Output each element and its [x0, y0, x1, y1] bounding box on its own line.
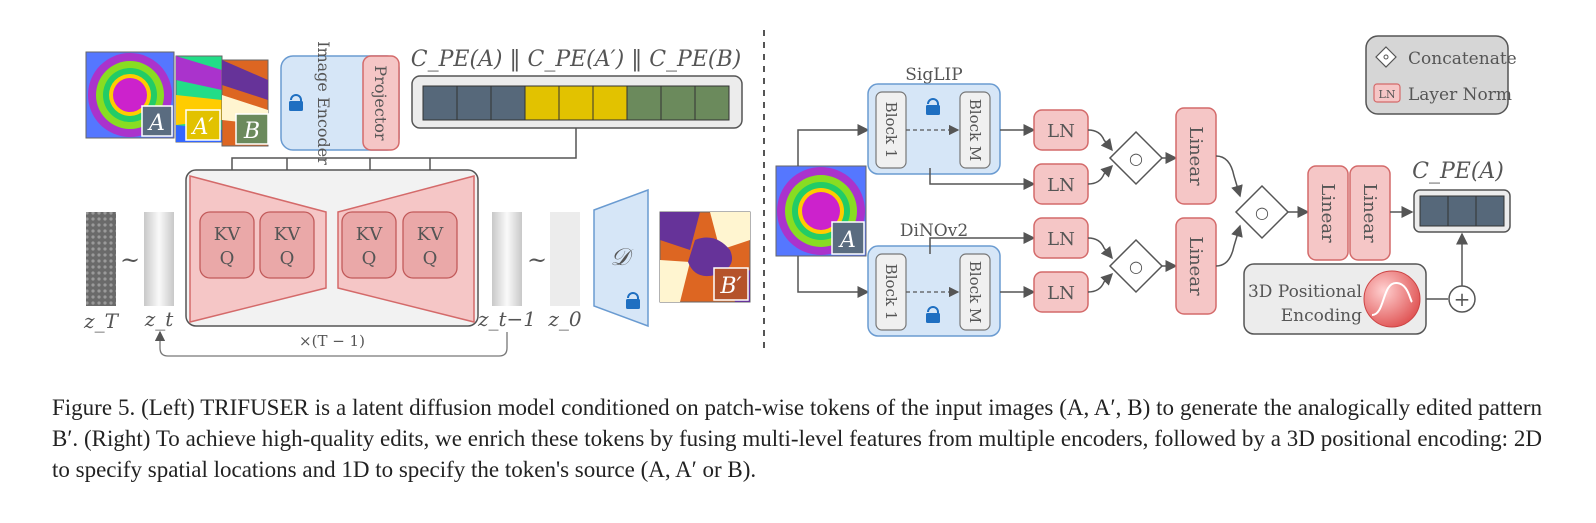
ln-label: LN — [1047, 283, 1075, 304]
right-panel: Concatenate LN Layer Norm A SigLIP Block — [775, 35, 1517, 337]
kvq-kv: KV — [274, 224, 301, 245]
ln-box-4: LN — [1033, 271, 1089, 313]
linear-box-2: Linear — [1175, 217, 1217, 315]
positional-encoding-block: 3D Positional Encoding — [1243, 263, 1427, 335]
add-node: + — [1448, 285, 1476, 313]
ln-label: LN — [1047, 175, 1075, 196]
dinov2-block-m: Block M — [966, 261, 984, 323]
right-input-image-a: A — [775, 165, 867, 257]
siglip-label: SigLIP — [905, 65, 962, 85]
label-z0: z_0 — [547, 307, 582, 331]
concat-to-linear — [1162, 152, 1178, 272]
input-label-a-prime: A′ — [191, 115, 214, 140]
kvq-q: Q — [280, 248, 295, 269]
posenc-label-2: Encoding — [1281, 306, 1362, 326]
legend: Concatenate LN Layer Norm — [1365, 35, 1517, 115]
dinov2-block-1: Block 1 — [882, 264, 900, 321]
input-image-b: B — [221, 59, 269, 147]
linear-label: Linear — [1317, 183, 1338, 243]
siglip-block-1: Block 1 — [882, 102, 900, 159]
kvq-block-1: KV Q — [199, 211, 255, 279]
figure-caption: Figure 5. (Left) TRIFUSER is a latent di… — [52, 392, 1542, 485]
legend-ln-icon: LN — [1379, 88, 1396, 101]
output-tokens — [1413, 189, 1511, 233]
concat-node-1: ○ — [1108, 130, 1164, 186]
kvq-block-4: KV Q — [402, 211, 458, 279]
legend-concat-label: Concatenate — [1408, 49, 1517, 69]
dinov2-encoder: Block 1 Block M — [867, 245, 1001, 337]
siglip-encoder: Block 1 Block M — [867, 83, 1001, 175]
linear-label: Linear — [1185, 236, 1206, 296]
label-zt-1: z_t−1 — [477, 307, 536, 331]
dinov2-label: DiNOv2 — [900, 221, 968, 241]
lock-icon — [926, 306, 940, 323]
tilde-2: ~ — [527, 246, 547, 274]
loop-arrow — [154, 330, 508, 357]
latent-zt-1 — [492, 212, 522, 306]
input-arrows — [797, 124, 870, 298]
ln-box-2: LN — [1033, 163, 1089, 205]
legend-layernorm-label: Layer Norm — [1408, 85, 1512, 105]
plus-symbol: + — [1454, 287, 1471, 311]
input-label-a: A — [147, 111, 165, 136]
linear-box-3: Linear — [1307, 165, 1349, 261]
input-image-a: A — [85, 51, 175, 139]
kvq-q: Q — [362, 248, 377, 269]
linear-to-concat — [1215, 155, 1243, 267]
output-image-b-prime: B′ — [659, 211, 751, 303]
concat-symbol: ○ — [1129, 149, 1143, 168]
kvq-kv: KV — [214, 224, 241, 245]
kvq-block-3: KV Q — [341, 211, 397, 279]
vae-decoder: 𝒟 — [593, 188, 649, 328]
latent-zt — [144, 212, 174, 306]
input-label-b: B — [243, 119, 260, 144]
image-encoder-label: Image Encoder — [314, 41, 333, 165]
projector-label: Projector — [371, 65, 390, 141]
sinusoid-sphere-icon — [1363, 270, 1421, 328]
linear-label: Linear — [1185, 126, 1206, 186]
latent-zT — [86, 212, 116, 306]
token-strip — [411, 75, 743, 129]
input-image-a-prime: A′ — [175, 55, 223, 143]
concat-symbol: ○ — [1255, 203, 1269, 222]
encoder-to-ln — [929, 124, 1036, 298]
concat-symbol: ○ — [1129, 257, 1143, 276]
siglip-block-m: Block M — [966, 99, 984, 161]
output-title: C_PE(A) — [1412, 159, 1504, 184]
loop-label: ×(T − 1) — [299, 332, 365, 350]
figure-diagram: A A′ B Image Encoder Projector — [83, 30, 1517, 357]
label-zt: z_t — [144, 307, 175, 331]
kvq-q: Q — [423, 248, 438, 269]
caption-text: Figure 5. (Left) TRIFUSER is a latent di… — [52, 395, 1542, 482]
output-label-b-prime: B′ — [719, 274, 741, 299]
linear-box-4: Linear — [1349, 165, 1391, 261]
left-panel: A A′ B Image Encoder Projector — [83, 41, 751, 357]
ln-label: LN — [1047, 229, 1075, 250]
ln-box-1: LN — [1033, 109, 1089, 151]
ln-label: LN — [1047, 121, 1075, 142]
kvq-block-2: KV Q — [259, 211, 315, 279]
image-encoder-block: Image Encoder Projector — [280, 41, 400, 165]
diamond-icon — [1375, 46, 1397, 68]
kvq-kv: KV — [356, 224, 383, 245]
linear-box-1: Linear — [1175, 107, 1217, 205]
latent-z0 — [550, 212, 580, 306]
lock-icon — [626, 292, 640, 309]
concat-node-3: ○ — [1234, 184, 1290, 240]
tokens-title: C_PE(A) ‖ C_PE(A′) ‖ C_PE(B) — [411, 47, 742, 72]
lock-icon — [289, 94, 303, 111]
kvq-q: Q — [220, 248, 235, 269]
label-zT: z_T — [83, 309, 120, 333]
linear-label: Linear — [1359, 183, 1380, 243]
lock-icon — [926, 98, 940, 115]
ln-box-3: LN — [1033, 217, 1089, 259]
kvq-kv: KV — [417, 224, 444, 245]
tilde-1: ~ — [120, 246, 140, 274]
concat-node-2: ○ — [1108, 238, 1164, 294]
ln-to-concat — [1087, 129, 1114, 293]
posenc-label-1: 3D Positional — [1248, 282, 1362, 302]
right-input-label-a: A — [838, 228, 856, 253]
